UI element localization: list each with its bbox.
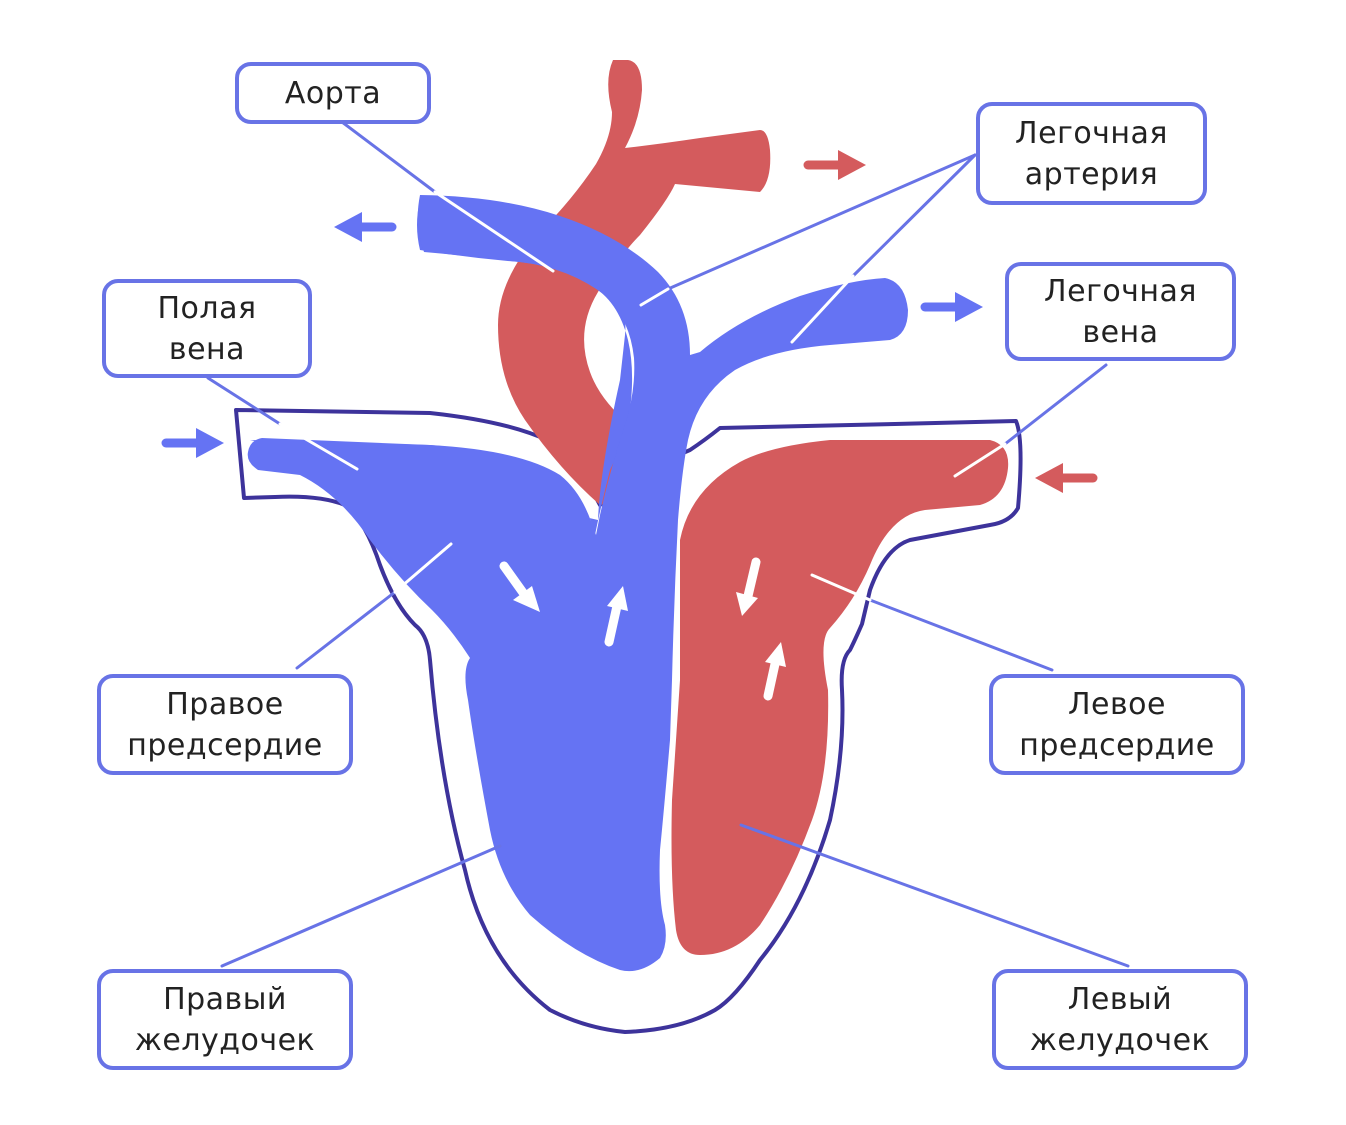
leader-vena-cava-inner <box>278 422 359 471</box>
label-left-ventricle-text: Левый желудочек <box>1029 981 1211 1058</box>
leader-lines <box>206 120 1130 968</box>
flow-arrow-la-to-lv <box>736 557 761 616</box>
flow-arrow-ra-to-rv <box>499 561 540 612</box>
leader-pulmonary-artery-b <box>851 153 977 278</box>
label-vena-cava-text: Полая вена <box>157 290 257 367</box>
leader-aorta <box>340 120 437 194</box>
label-left-atrium: Левое предсердие <box>989 674 1245 775</box>
leader-right-atrium-inner <box>393 542 453 594</box>
leader-aorta-inner <box>433 190 555 273</box>
flow-arrow-pulmonary-artery-left <box>334 212 397 242</box>
leader-pulmonary-artery-a <box>666 153 977 291</box>
leader-pulmonary-vein-inner <box>953 442 1007 478</box>
label-pulmonary-vein-text: Легочная вена <box>1044 273 1197 350</box>
label-vena-cava: Полая вена <box>102 279 312 378</box>
leader-right-atrium <box>295 590 397 670</box>
label-aorta-text: Аорта <box>284 75 382 111</box>
flow-arrow-pulmonary-vein-in <box>1035 463 1098 493</box>
label-aorta: Аорта <box>235 62 431 124</box>
label-right-ventricle: Правый желудочек <box>97 969 353 1070</box>
leader-pulmonary-artery-b-inner <box>790 274 855 344</box>
label-left-atrium-text: Левое предсердие <box>1019 686 1215 763</box>
label-right-ventricle-text: Правый желудочек <box>134 981 316 1058</box>
label-left-ventricle: Левый желудочек <box>992 969 1248 1070</box>
flow-arrow-vena-cava-in <box>161 428 224 458</box>
leader-left-atrium-inner <box>810 573 872 602</box>
label-right-atrium-text: Правое предсердие <box>127 686 323 763</box>
pulmonary-artery-vessel <box>247 195 908 972</box>
leader-pulmonary-artery-a-inner <box>639 287 670 307</box>
internal-flow-arrows <box>499 557 786 701</box>
flow-arrow-aorta-out <box>803 150 866 180</box>
leader-vena-cava <box>206 376 282 426</box>
aorta-vessel <box>498 60 771 505</box>
leader-right-ventricle <box>220 844 502 968</box>
leader-left-atrium <box>868 598 1054 672</box>
flow-arrow-lv-to-aorta <box>763 642 786 701</box>
leader-left-ventricle <box>739 823 1130 968</box>
label-right-atrium: Правое предсердие <box>97 674 353 775</box>
leader-pulmonary-vein <box>1003 363 1108 446</box>
flow-arrow-pulmonary-artery-right <box>920 292 983 322</box>
label-pulmonary-artery-text: Легочная артерия <box>1015 115 1168 192</box>
flow-arrow-rv-to-pa <box>604 586 628 647</box>
label-pulmonary-vein: Легочная вена <box>1005 262 1236 361</box>
label-pulmonary-artery: Легочная артерия <box>976 102 1207 205</box>
